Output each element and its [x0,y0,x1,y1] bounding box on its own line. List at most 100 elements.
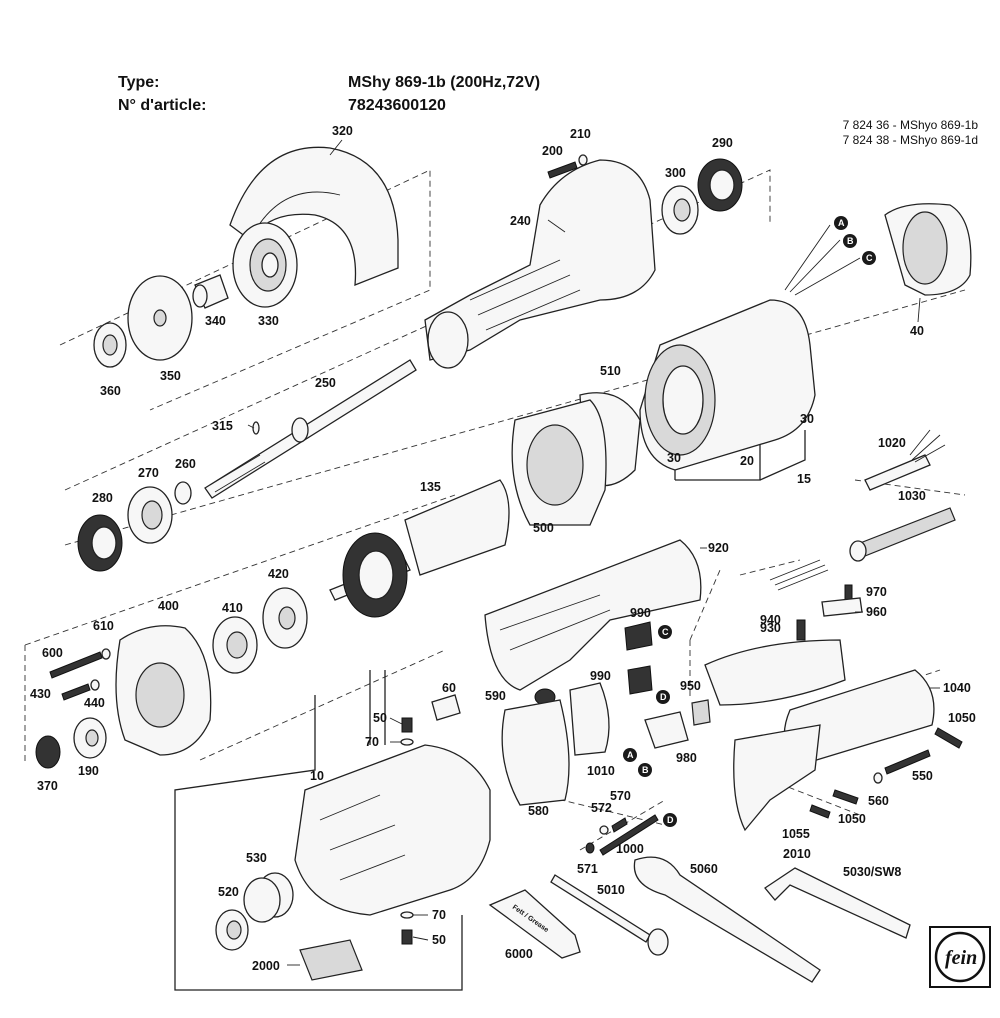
part-340-sleeve [192,274,229,309]
part-290-gear [697,158,743,212]
label-572: 572 [591,801,612,815]
part-260-ring [174,481,192,505]
label-360: 360 [100,384,121,398]
part-1010-cover [569,682,610,756]
label-1055: 1055 [782,827,810,841]
part-210-washer [578,154,588,166]
label-5010: 5010 [597,883,625,897]
part-5030-hex-key [764,867,911,939]
label-5060: 5060 [690,862,718,876]
label-350: 350 [160,369,181,383]
label-990: 990 [630,606,651,620]
svg-text:B: B [642,765,649,775]
label-30: 30 [800,412,814,426]
label-200: 200 [542,144,563,158]
leader-lines [247,139,940,966]
label-5030: 5030/SW8 [843,865,901,879]
marker-d-bracket: D [663,813,677,827]
part-1030-sleeve-end [849,540,867,562]
label-950: 950 [680,679,701,693]
label-580: 580 [528,804,549,818]
label-940: 940 [760,613,781,627]
label-980: 980 [676,751,697,765]
label-500: 500 [533,521,554,535]
connector-markers: A B C C D A B D [623,216,876,827]
part-135-armature [329,479,510,618]
part-5010-pin [550,874,651,943]
part-360-nut [93,322,127,368]
marker-c-switch: C [658,625,672,639]
label-50: 50 [373,711,387,725]
marker-a-top: A [834,216,848,230]
label-15: 15 [797,472,811,486]
label-600: 600 [42,646,63,660]
part-70-washer-top [400,738,414,746]
part-980-terminal [644,711,689,749]
label-530: 530 [246,851,267,865]
part-300-bearing [661,185,699,235]
part-1050-screw-lower [832,789,859,805]
label-70: 70 [365,735,379,749]
label-560: 560 [868,794,889,808]
label-1020: 1020 [878,436,906,450]
part-280-gear [77,514,123,572]
label-370: 370 [37,779,58,793]
motor-leads [784,224,861,296]
marker-c-top: C [862,251,876,265]
variant-2: 7 824 38 - MShyo 869-1d [842,133,978,147]
part-370-pinion [35,735,61,769]
part-571-nut [585,842,595,854]
label-520: 520 [218,885,239,899]
part-1020-cable [864,454,931,491]
fein-logo: fein [929,926,991,988]
part-2010-handle-bottom [733,724,821,832]
part-960-clamp [821,597,863,617]
svg-text:A: A [838,218,845,228]
label-20: 20 [740,454,754,468]
part-10-motor-housing [294,744,491,916]
part-400-housing [115,625,212,756]
label-340: 340 [205,314,226,328]
label-70b: 70 [432,908,446,922]
marker-a-terminal: A [623,748,637,762]
part-1050-screw-right [934,727,963,749]
label-1000: 1000 [616,842,644,856]
label-60: 60 [442,681,456,695]
cable-wires [909,429,946,463]
part-520-bearing [215,909,249,951]
variant-list: 7 824 36 - MShyo 869-1b 7 824 38 - MShyo… [843,118,978,148]
switch-wires [769,559,829,591]
part-410-bearing [212,616,258,674]
label-290: 290 [712,136,733,150]
label-990b: 990 [590,669,611,683]
label-250: 250 [315,376,336,390]
part-610-washer [101,648,111,660]
label-570: 570 [610,789,631,803]
label-315: 315 [212,419,233,433]
label-1040: 1040 [943,681,971,695]
svg-text:A: A [627,750,634,760]
label-300: 300 [665,166,686,180]
part-572-washer [599,825,609,835]
marker-b-top: B [843,234,857,248]
label-590: 590 [485,689,506,703]
label-6000: 6000 [505,947,533,961]
part-40-ring [884,203,972,296]
article-label: N° d'article: [118,97,207,114]
marker-b-terminal: B [638,763,652,777]
part-50-screw-top [401,717,413,733]
svg-text:C: C [662,627,669,637]
part-270-bearing [127,486,173,544]
label-2010: 2010 [783,847,811,861]
label-1050b: 1050 [838,812,866,826]
part-5010-ring [647,928,669,956]
part-200-screw [547,161,578,179]
label-330: 330 [258,314,279,328]
label-10: 10 [310,769,324,783]
article-value: 78243600120 [348,97,446,114]
marker-d-switch: D [656,690,670,704]
part-50-screw-bottom [401,929,413,945]
label-420: 420 [268,567,289,581]
label-40: 40 [910,324,924,338]
variant-1: 7 824 36 - MShyo 869-1b [842,118,978,132]
